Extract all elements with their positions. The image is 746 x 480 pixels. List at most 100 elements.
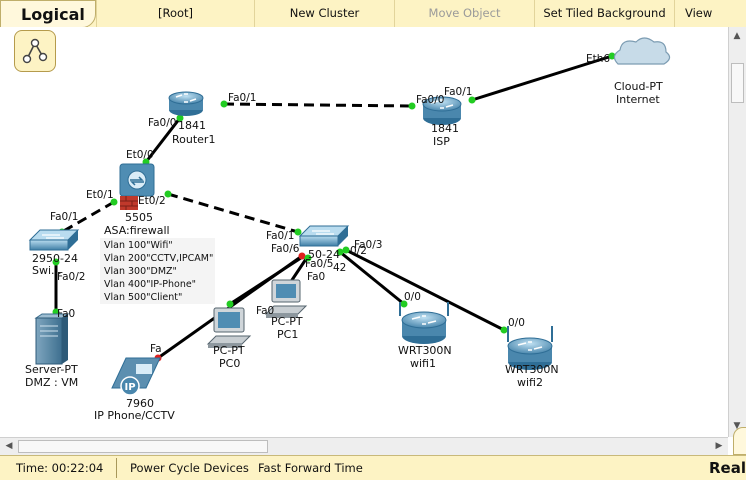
- vertical-scroll-thumb[interactable]: [731, 63, 744, 103]
- device-cloud[interactable]: [613, 37, 671, 65]
- link-light-up: [468, 96, 476, 104]
- isp-name-label: ISP: [433, 135, 450, 148]
- port-label: Fa0: [57, 308, 75, 320]
- asa-name-label: ASA:firewall: [104, 224, 170, 237]
- fast-forward-time-button[interactable]: Fast Forward Time: [258, 461, 363, 475]
- device-asa-firewall[interactable]: [119, 163, 155, 210]
- device-ip-phone[interactable]: IP: [111, 357, 161, 396]
- vlan-note[interactable]: Vlan 100"Wifi" Vlan 200"CCTV,IPCAM" Vlan…: [100, 238, 215, 304]
- wifi1-model-label: WRT300N: [398, 344, 452, 357]
- wifi2-model-label: WRT300N: [505, 363, 559, 376]
- vlan-note-line: Vlan 100"Wifi": [104, 240, 173, 251]
- cloud-name-label: Internet: [616, 93, 660, 106]
- link-light-up: [608, 52, 616, 60]
- port-label: 0/0: [404, 291, 421, 303]
- horizontal-scrollbar[interactable]: ◀ ▶: [0, 437, 728, 455]
- port-label: 0/2: [350, 245, 367, 257]
- device-isp-router[interactable]: [422, 96, 462, 125]
- cable-router1-isp[interactable]: [223, 102, 413, 108]
- logical-view-tab[interactable]: Logical: [0, 0, 96, 28]
- cable-switch-center-wifi1[interactable]: [339, 250, 405, 306]
- link-light-up: [400, 300, 408, 308]
- vlan-note-line: Vlan 200"CCTV,IPCAM": [104, 253, 214, 264]
- device-pc1[interactable]: [264, 279, 308, 318]
- network-navigation-icon[interactable]: [14, 30, 56, 72]
- link-light-up: [304, 254, 312, 262]
- port-label: Fa0/1: [266, 230, 294, 242]
- navigation-graph-icon: [22, 38, 48, 64]
- link-light-up: [110, 198, 118, 206]
- link-light-up: [408, 102, 416, 110]
- cable-switch-center-wifi2[interactable]: [345, 248, 505, 332]
- link-light-up: [164, 190, 172, 198]
- isp-model-label: 1841: [431, 122, 459, 135]
- port-label: Et0/0: [126, 149, 154, 161]
- horizontal-scroll-thumb[interactable]: [18, 440, 268, 453]
- link-light-up: [176, 114, 184, 122]
- link-light-down: [298, 252, 306, 260]
- cable-asa-switch-center[interactable]: [167, 192, 299, 234]
- arrow-down-icon[interactable]: ▼: [733, 421, 741, 431]
- device-switch-center[interactable]: [298, 225, 350, 247]
- link-light-up: [294, 228, 302, 236]
- arrow-right-icon[interactable]: ▶: [715, 441, 723, 451]
- cloud-model-label: Cloud-PT: [614, 80, 663, 93]
- phone-model-label: 7960: [126, 397, 154, 410]
- port-label: Fa: [150, 343, 162, 355]
- new-cluster-button[interactable]: New Cluster: [254, 0, 394, 27]
- vertical-scrollbar[interactable]: ▲ ▼: [728, 27, 746, 437]
- pc1-name-label: PC1: [277, 328, 298, 341]
- cable-asa-switch-left[interactable]: [61, 200, 115, 234]
- pc0-model-label: PC-PT: [213, 344, 245, 357]
- port-label: Fa0/0: [148, 117, 176, 129]
- wifi1-name-label: wifi1: [410, 357, 436, 370]
- device-wifi2[interactable]: [507, 326, 553, 370]
- simulation-status-bar: Time: 00:22:04 Power Cycle Devices Fast …: [0, 455, 746, 480]
- set-tiled-background-button[interactable]: Set Tiled Background: [534, 0, 674, 27]
- port-label: 42: [333, 262, 346, 274]
- port-label: Fa0: [256, 305, 274, 317]
- cable-isp-cloud[interactable]: [471, 54, 613, 102]
- viewport-button[interactable]: View: [674, 0, 746, 27]
- link-lights: [52, 52, 616, 362]
- port-label: Fa0/1: [444, 86, 472, 98]
- switch-left-model-label: 2950-24: [32, 252, 78, 265]
- port-labels: Fa0/1 Fa0/0 Fa0/0 Fa0/1 Eth6 Et0/0 Et0/1…: [50, 53, 610, 355]
- power-cycle-devices-button[interactable]: Power Cycle Devices: [130, 461, 249, 475]
- device-wifi1[interactable]: [399, 302, 449, 344]
- switch-left-name-label: Swi...: [32, 264, 62, 277]
- logical-view-label: Logical: [21, 5, 85, 24]
- port-label: Et0/1: [86, 189, 114, 201]
- phone-ip-badge: IP: [124, 382, 135, 393]
- vlan-note-line: Vlan 400"IP-Phone": [104, 279, 197, 290]
- vlan-note-line: Vlan 300"DMZ": [104, 266, 177, 277]
- arrow-left-icon[interactable]: ◀: [5, 441, 13, 451]
- link-light-up: [220, 100, 228, 108]
- arrow-up-icon[interactable]: ▲: [733, 31, 741, 41]
- root-button[interactable]: [Root]: [96, 0, 254, 27]
- link-light-up: [336, 248, 344, 256]
- device-pc0[interactable]: [206, 307, 252, 348]
- port-label: Fa0/1: [228, 92, 256, 104]
- device-server[interactable]: [34, 313, 70, 365]
- vlan-note-line: Vlan 500"Client": [104, 292, 183, 303]
- wifi2-name-label: wifi2: [517, 376, 543, 389]
- port-label: 0/0: [508, 317, 525, 329]
- status-divider: [116, 458, 117, 478]
- port-label: Fa0/0: [416, 94, 444, 106]
- pc1-model-label: PC-PT: [271, 315, 303, 328]
- port-label: Fa0/3: [354, 239, 382, 251]
- cable-router1-asa[interactable]: [144, 117, 182, 163]
- server-model-label: Server-PT: [25, 363, 78, 376]
- link-light-up: [342, 246, 350, 254]
- server-name-label: DMZ : VM: [25, 376, 78, 389]
- device-switch-left[interactable]: [28, 229, 80, 251]
- router1-name-label: Router1: [172, 133, 215, 146]
- logical-workspace-canvas[interactable]: IP Fa0/1 Fa0/0 Fa0/0 Fa0/1 Eth6 Et: [0, 27, 728, 437]
- pc0-name-label: PC0: [219, 357, 240, 370]
- workspace-toolbar: [Root] New Cluster Move Object Set Tiled…: [0, 0, 746, 28]
- cables: [54, 54, 613, 360]
- device-router1[interactable]: [168, 91, 204, 116]
- move-object-button[interactable]: Move Object: [394, 0, 534, 27]
- realtime-mode-tab[interactable]: Real: [709, 459, 746, 477]
